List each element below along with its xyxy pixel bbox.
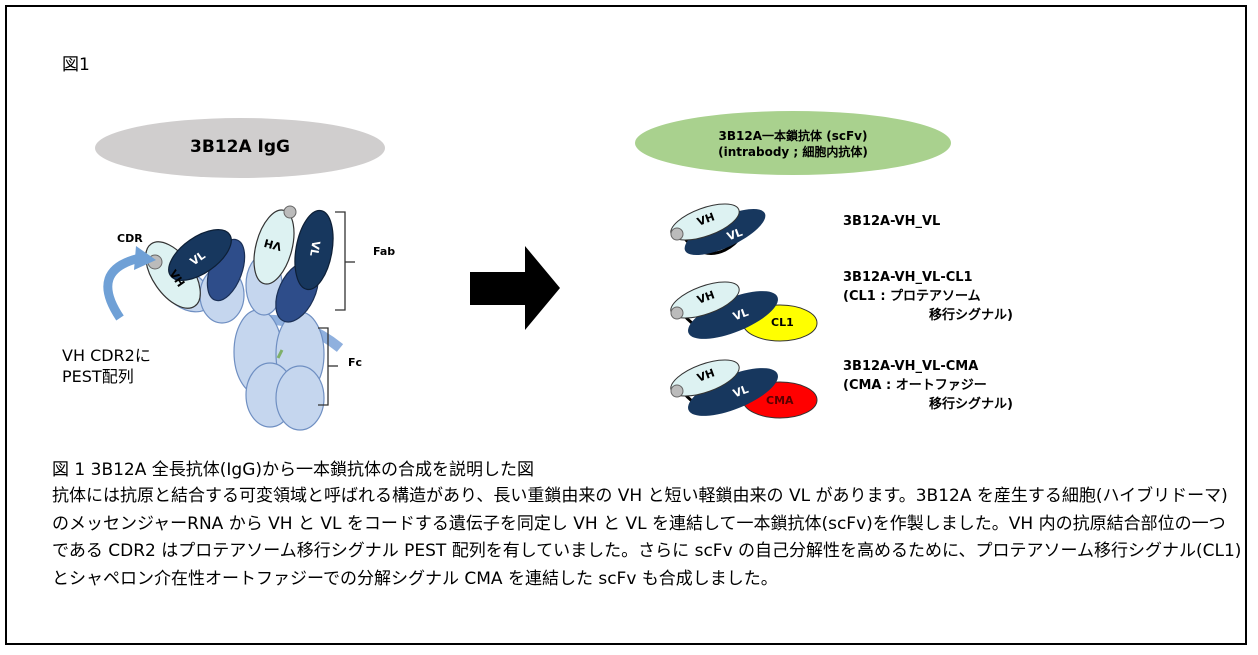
fab-label: Fab — [373, 245, 396, 258]
igg-title: 3B12A IgG — [190, 137, 290, 157]
fc-label: Fc — [348, 356, 363, 369]
construct-2-note2: 移行シグナル) — [929, 308, 1013, 323]
pest-note-line2: PEST配列 — [62, 367, 134, 386]
scfv-title: 3B12A一本鎖抗体 (scFv) (intrabody ; 細胞内抗体) — [650, 128, 936, 160]
cdr-label: CDR — [117, 232, 143, 245]
scfv-cl1-diagram — [670, 281, 818, 342]
scfv-title-line1: 3B12A一本鎖抗体 (scFv) — [718, 129, 868, 143]
cma-tag-label: CMA — [766, 394, 794, 407]
scfv-cma-diagram — [670, 359, 818, 419]
construct-3-note2: 移行シグナル) — [929, 397, 1013, 412]
cdr-arrow — [103, 253, 142, 321]
construct-3-note1: (CMA : オートファジー — [843, 378, 987, 393]
construct-1-name: 3B12A-VH_VL — [843, 214, 941, 229]
pest-note: VH CDR2に PEST配列 — [62, 345, 151, 387]
scfv-vh-vl-diagram — [670, 203, 766, 256]
vl-domain-label-right: VL — [307, 239, 323, 258]
caption-body: 抗体には抗原と結合する可変領域と呼ばれる構造があり、長い重鎖由来の VH と短い… — [52, 486, 1242, 589]
construct-2: 3B12A-VH_VL-CL1 (CL1 : プロテアソーム 移行シグナル) — [843, 268, 1013, 325]
figure-frame — [5, 5, 1247, 645]
construct-2-note1: (CL1 : プロテアソーム — [843, 289, 981, 304]
construct-2-name: 3B12A-VH_VL-CL1 — [843, 270, 973, 285]
igg-structure — [145, 205, 344, 431]
scfv-title-ellipse — [635, 111, 951, 175]
scfv-title-line2: (intrabody ; 細胞内抗体) — [718, 145, 868, 159]
igg-title-ellipse — [95, 118, 385, 178]
construct-3: 3B12A-VH_VL-CMA (CMA : オートファジー 移行シグナル) — [843, 357, 1013, 414]
figure-label: 図1 — [62, 55, 90, 75]
cdr-arrowhead — [134, 246, 156, 270]
caption-title: 図 1 3B12A 全長抗体(IgG)から一本鎖抗体の合成を説明した図 — [52, 460, 535, 480]
conversion-arrow — [470, 246, 560, 330]
pest-note-line1: VH CDR2に — [62, 346, 151, 365]
fab-bracket — [335, 211, 346, 311]
cl1-tag-label: CL1 — [771, 316, 794, 329]
construct-3-name: 3B12A-VH_VL-CMA — [843, 359, 979, 374]
